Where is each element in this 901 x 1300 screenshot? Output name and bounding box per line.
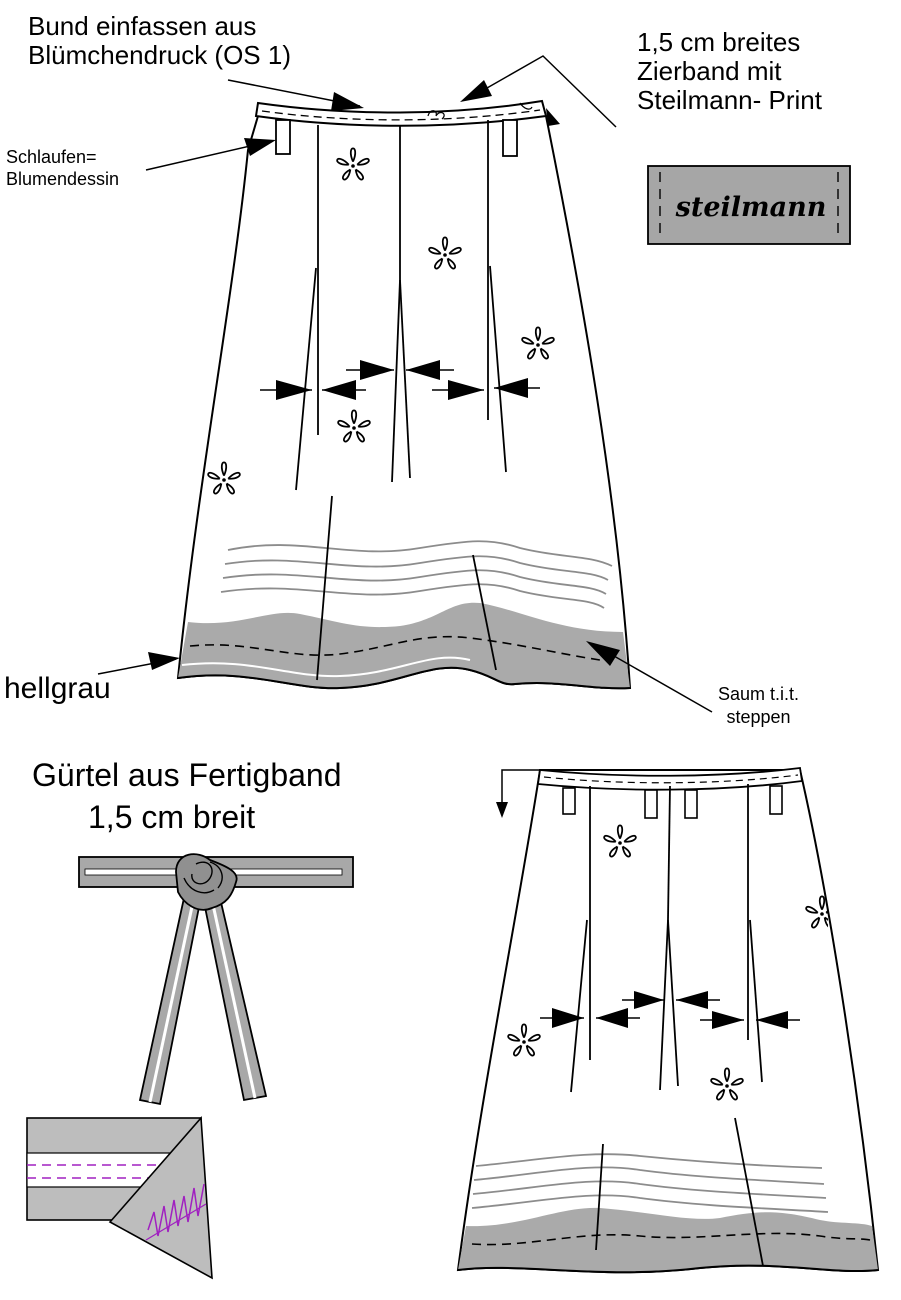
arrow-icon: [494, 378, 528, 398]
annotation-pointers: [97, 55, 713, 713]
arrow-icon: [244, 138, 276, 156]
bottom-pleat-arrows: [540, 991, 800, 1029]
zigzag-stitch: [147, 1183, 205, 1237]
belt-width-label: 1,5 cm breit: [88, 799, 256, 835]
waistband-label: Bund einfassen aus Blümchendruck (OS 1): [28, 11, 291, 71]
top-belt-loop-right: [502, 119, 518, 157]
belt-drawing: [78, 853, 354, 1106]
arrow-icon: [460, 80, 492, 102]
bottom-hem-stitch-line: [471, 1232, 871, 1246]
bottom-waistband: [536, 766, 804, 791]
top-skirt-hem-edge: [177, 666, 631, 690]
arrow-icon: [596, 1008, 628, 1028]
rosette-knot-icon: [175, 853, 238, 911]
hem-color-label: hellgrau: [4, 672, 111, 705]
top-hem-shadow: [181, 656, 471, 678]
bottom-skirt: [456, 766, 880, 1274]
bottom-belt-loop: [644, 789, 658, 819]
arrow-icon: [676, 991, 708, 1009]
arrow-icon: [546, 108, 560, 126]
top-pleat-lines: [295, 120, 507, 681]
waistband-flower-print: [427, 102, 533, 120]
decor-tape-swatch: steilmann: [647, 165, 851, 245]
top-skirt-hem-band: [178, 602, 630, 689]
steilmann-print: steilmann: [675, 192, 827, 223]
top-skirt-outline: [176, 115, 632, 690]
top-pleat-arrows: [260, 360, 540, 400]
arrow-icon: [448, 380, 484, 400]
mitered-belt-end: [108, 1116, 213, 1280]
arrow-icon: [756, 1011, 788, 1029]
arrow-icon: [406, 360, 440, 380]
top-wave-lines: [220, 540, 613, 609]
belt-end-detail: [26, 1116, 213, 1280]
bottom-pleat-lines: [570, 784, 764, 1267]
top-waistband: [254, 99, 548, 127]
belt-tail-left: [138, 896, 202, 1106]
bottom-belt-loop: [684, 789, 698, 819]
bottom-belt-loop: [562, 787, 576, 815]
arrow-icon: [360, 360, 394, 380]
belt-title-label: Gürtel aus Fertigband: [32, 757, 342, 793]
arrow-icon: [322, 380, 356, 400]
arrow-icon: [148, 652, 180, 670]
belt-loops-label: Schlaufen= Blumendessin: [6, 147, 120, 189]
top-belt-loop-left: [275, 119, 291, 155]
top-skirt: [176, 99, 632, 690]
arrow-icon: [634, 991, 664, 1009]
arrow-icon: [496, 802, 508, 818]
bottom-belt-loop: [769, 785, 783, 815]
bottom-wave-lines: [471, 1153, 829, 1213]
arrow-icon: [331, 92, 364, 111]
arrow-icon: [712, 1011, 744, 1029]
center-back-arrow: [496, 769, 540, 818]
hem-stitch-label: Saum t.i.t. steppen: [718, 684, 800, 727]
decor-tape-label: 1,5 cm breites Zierband mit Steilmann- P…: [637, 27, 822, 116]
arrow-icon: [552, 1008, 584, 1028]
arrow-icon: [276, 380, 312, 400]
bottom-skirt-hem-band: [458, 1207, 878, 1273]
arrow-icon: [586, 641, 620, 666]
top-hem-stitch-line: [189, 635, 601, 661]
